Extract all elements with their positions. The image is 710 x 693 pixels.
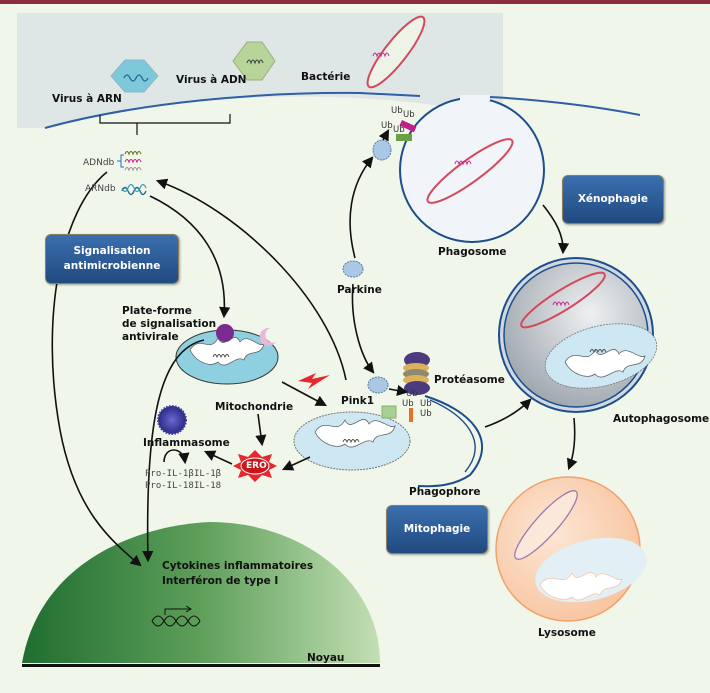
label-dsdna: ADNdb xyxy=(83,158,115,168)
arrow-mito-to-ero xyxy=(255,413,267,447)
arrow-mito-to-nucleus xyxy=(142,339,205,563)
ub-tag: Ub xyxy=(391,106,403,116)
box-xenophagy: Xénophagie xyxy=(562,175,664,224)
pathogen-bracket xyxy=(99,114,231,130)
dna-virus xyxy=(232,41,276,81)
label-il1b: IL-1β xyxy=(194,469,222,479)
pathway-arrows xyxy=(51,129,578,567)
arrow-dna-to-nucleus xyxy=(51,171,142,567)
label-pink1: Pink1 xyxy=(341,395,375,407)
plasma-membrane-right xyxy=(489,96,641,116)
label-ero: ERO xyxy=(246,461,267,471)
label-dna-virus: Virus à ADN xyxy=(176,74,247,86)
mitochondrion-signaling xyxy=(175,329,279,385)
ub-tag: Ub xyxy=(402,399,414,409)
ub-tag: Ub xyxy=(420,399,432,409)
nucleic-acids xyxy=(117,150,147,196)
plasma-membrane xyxy=(44,91,421,129)
label-interferon: Interféron de type I xyxy=(162,575,279,587)
ros-lightning-icon xyxy=(298,373,330,389)
arrow-rna-to-mavs xyxy=(149,195,231,319)
label-mitochondria: Mitochondrie xyxy=(215,401,294,413)
label-nucleus: Noyau xyxy=(307,652,345,664)
label-bacteria: Bactérie xyxy=(301,71,351,83)
arrow-mito-to-pink1 xyxy=(281,381,327,407)
arrow-auto-to-lyso xyxy=(566,417,578,471)
bacterium xyxy=(366,15,426,89)
arrow-phagophore-to-auto xyxy=(484,398,532,428)
parkin-blob-2 xyxy=(372,139,392,161)
ub-tag: Ub xyxy=(381,121,393,131)
label-cytokines: Cytokines inflammatoires xyxy=(162,560,314,572)
nucleus xyxy=(22,522,380,663)
label-lysosome: Lysosome xyxy=(538,627,596,639)
arrow-blob-to-ub2 xyxy=(388,384,409,396)
ub-tag: Ub xyxy=(420,409,432,419)
top-border xyxy=(0,0,710,4)
phagophore xyxy=(417,395,483,488)
arrow-inflammasome-cycle xyxy=(163,449,190,465)
box-mitophagy: Mitophagie xyxy=(386,505,488,554)
label-il18: IL-18 xyxy=(194,481,222,491)
ub-tag: Ub xyxy=(406,389,418,399)
ub-receptor-magenta xyxy=(399,119,417,133)
parkin-blob-1 xyxy=(342,260,364,278)
proteasome-icon xyxy=(403,352,430,395)
arrow-blob-to-ub xyxy=(378,129,390,142)
nuclear-envelope-line xyxy=(22,664,380,667)
label-rna-virus: Virus à ARN xyxy=(52,93,122,105)
label-dsrna: ARNdb xyxy=(85,184,116,194)
box-antimicrobial-signaling: Signalisation antimicrobienne xyxy=(45,234,179,284)
ub-receptor-green xyxy=(396,134,412,141)
label-parkin: Parkine xyxy=(337,284,382,296)
pink-crescent xyxy=(259,327,276,346)
label-autophagosome: Autophagosome xyxy=(613,413,710,425)
dna-transcription-icon xyxy=(164,605,192,615)
arrow-ero-to-inflammasome xyxy=(203,450,233,465)
arrow-pink-to-dna xyxy=(155,178,347,381)
ub-tag: Ub xyxy=(393,125,405,135)
label-phagosome: Phagosome xyxy=(438,246,507,258)
label-pro-il1b: Pro-IL-1β xyxy=(145,469,194,479)
receptor-orange xyxy=(409,408,413,422)
label-inflammasome: Inflammasome xyxy=(143,437,230,449)
label-pro-il18: Pro-IL-18 xyxy=(145,481,194,491)
ero-icon xyxy=(233,450,277,482)
rna-virus xyxy=(110,59,159,93)
phagosome-top-gap xyxy=(460,95,490,101)
arrow-parkin-down xyxy=(351,283,375,374)
label-antiviral-platform: Plate-forme de signalisation antivirale xyxy=(122,305,217,343)
arrow-parkin-up xyxy=(349,156,374,259)
arrow-phagosome-to-auto xyxy=(542,204,570,255)
mitochondrion-damaged xyxy=(293,411,411,471)
inflammasome-icon xyxy=(157,405,187,435)
label-phagophore: Phagophore xyxy=(409,486,481,498)
mavs-platform-icon xyxy=(216,324,234,342)
label-proteasome: Protéasome xyxy=(434,374,505,386)
arrow-damaged-to-ero xyxy=(281,456,311,471)
parkin-blob-3 xyxy=(367,376,389,394)
ub-tag: Ub xyxy=(403,110,415,120)
receptor-green xyxy=(381,405,397,419)
autophagosome xyxy=(498,257,658,413)
lysosome xyxy=(495,476,647,622)
